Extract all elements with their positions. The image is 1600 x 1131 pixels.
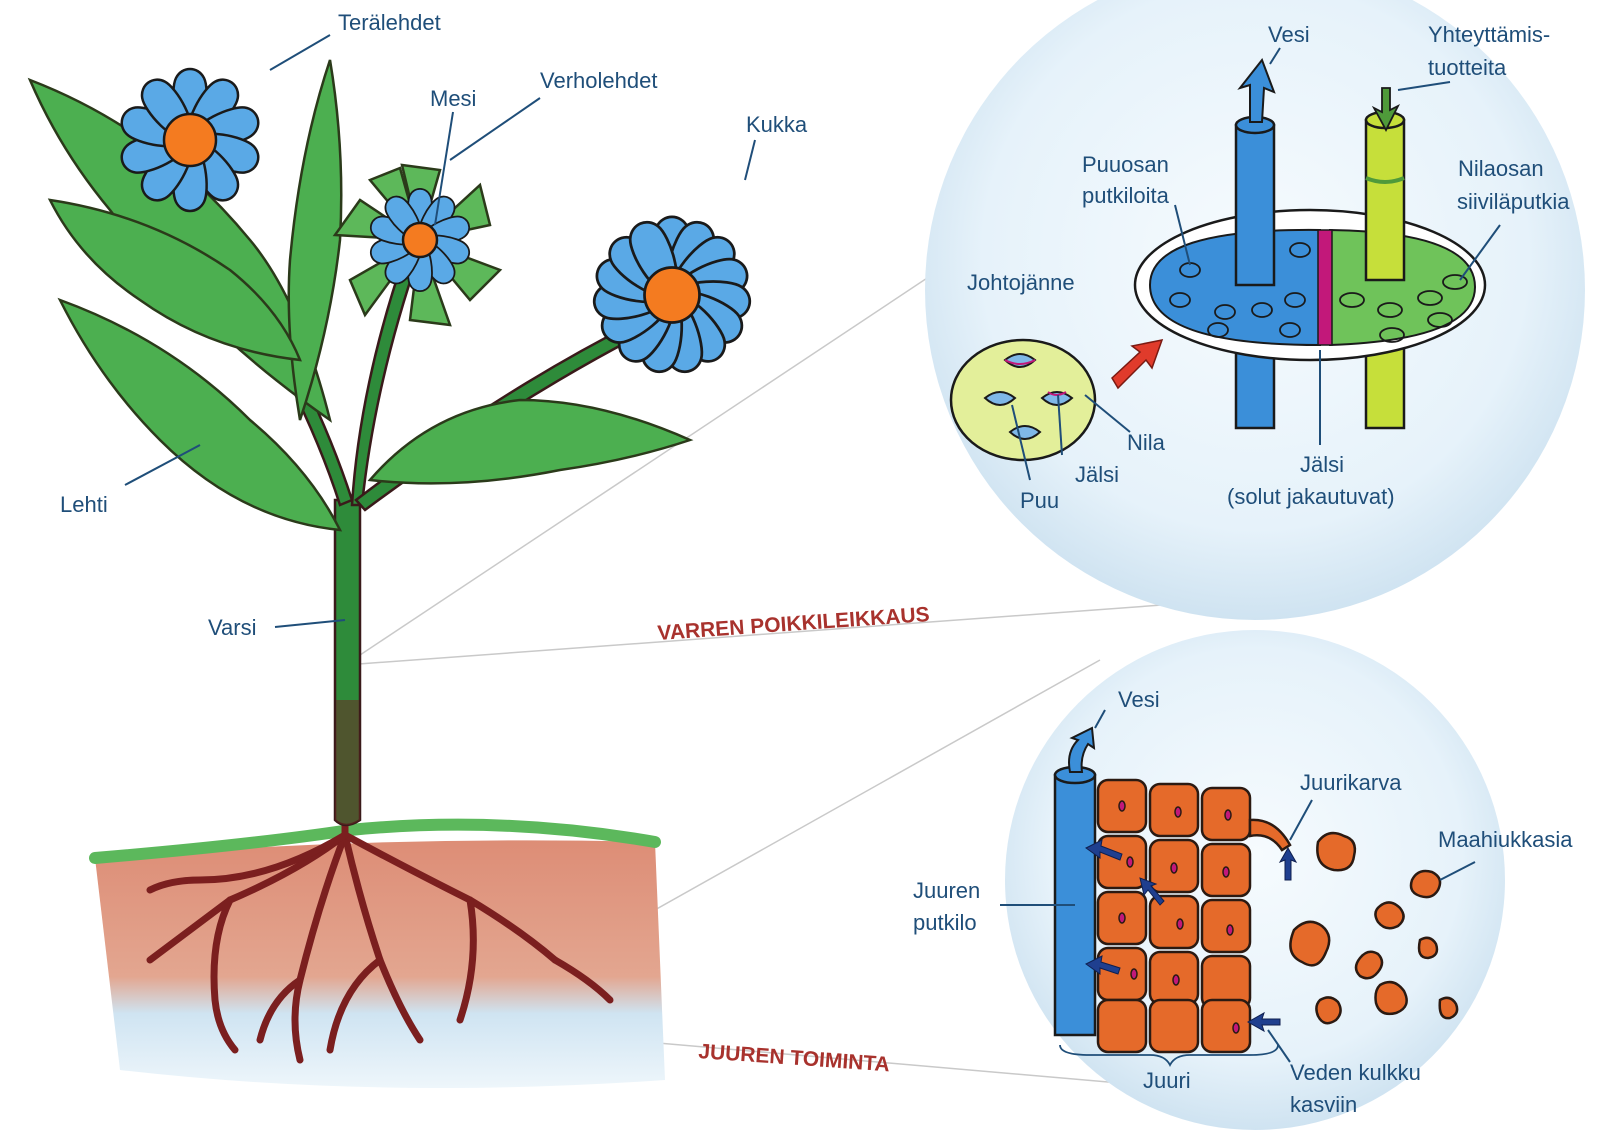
root-section-leader-lines <box>1000 709 1476 1063</box>
label-sepals: Verholehdet <box>540 68 657 93</box>
flower-middle <box>332 163 503 327</box>
root-cells <box>1096 778 1292 1054</box>
products-down-arrow-icon <box>1371 87 1401 132</box>
root-vessel <box>1053 726 1097 1037</box>
label-soil-particles: Maahiukkasia <box>1438 827 1573 852</box>
label-root: Juuri <box>1143 1068 1191 1093</box>
roots <box>146 776 614 1064</box>
label-flower: Kukka <box>746 112 808 137</box>
label-nectar: Mesi <box>430 86 476 111</box>
label-stem-water: Vesi <box>1268 22 1310 47</box>
stem-section-title: VARREN POIKKILEIKKAUS <box>657 603 931 645</box>
flower-right <box>590 214 754 377</box>
label-phloem-tubes-2: siiviläputkia <box>1457 189 1570 214</box>
label-photosynthesis-products-2: tuotteita <box>1428 55 1507 80</box>
label-root-hair: Juurikarva <box>1300 770 1402 795</box>
label-photosynthesis-products-1: Yhteyttämis- <box>1428 22 1550 47</box>
stem-section-leader-lines <box>1011 47 1501 481</box>
label-phloem: Nila <box>1127 430 1166 455</box>
root-section-title: JUUREN TOIMINTA <box>698 1040 891 1076</box>
water-flow-arrows <box>1085 839 1298 1033</box>
label-phloem-tubes-1: Nilaosan <box>1458 156 1544 181</box>
label-xylem-vessels-2: putkiloita <box>1082 183 1170 208</box>
flower-large <box>116 67 264 213</box>
label-xylem: Puu <box>1020 488 1059 513</box>
label-cambium-small: Jälsi <box>1075 462 1119 487</box>
phloem-tube <box>1364 87 1406 282</box>
plant-leader-lines <box>124 34 756 628</box>
label-stem: Varsi <box>208 615 257 640</box>
label-vascular-bundle: Johtojänne <box>967 270 1075 295</box>
label-water-flow-1: Veden kulkku <box>1290 1060 1421 1085</box>
water-up-arrow-icon <box>1237 57 1276 123</box>
label-water-flow-2: kasviin <box>1290 1092 1357 1117</box>
red-arrow-icon <box>1111 339 1164 390</box>
grass-line <box>89 818 661 864</box>
label-xylem-vessels-1: Puuosan <box>1082 152 1169 177</box>
label-root-water: Vesi <box>1118 687 1160 712</box>
root-brace <box>1059 1044 1279 1068</box>
label-leaf: Lehti <box>60 492 108 517</box>
stem-disc <box>1133 208 1487 362</box>
plant-illustration: Terälehdet Mesi Verholehdet Kukka Lehti … <box>27 10 808 1088</box>
stem-cross-section: Vesi Yhteyttämis- tuotteita Puuosan putk… <box>657 0 1585 645</box>
label-cambium-1: Jälsi <box>1300 452 1344 477</box>
root-water-up-arrow-icon <box>1068 726 1096 773</box>
label-root-vessel-2: putkilo <box>913 910 977 935</box>
label-cambium-2: (solut jakautuvat) <box>1227 484 1395 509</box>
vascular-bundle-disc <box>949 338 1097 462</box>
soil-particles <box>1289 831 1459 1025</box>
root-function-section: Vesi Juurikarva Maahiukkasia Juuren putk… <box>698 630 1573 1130</box>
label-root-vessel-1: Juuren <box>913 878 980 903</box>
xylem-tube <box>1234 57 1276 287</box>
leaves <box>27 59 694 532</box>
label-petals: Terälehdet <box>338 10 441 35</box>
